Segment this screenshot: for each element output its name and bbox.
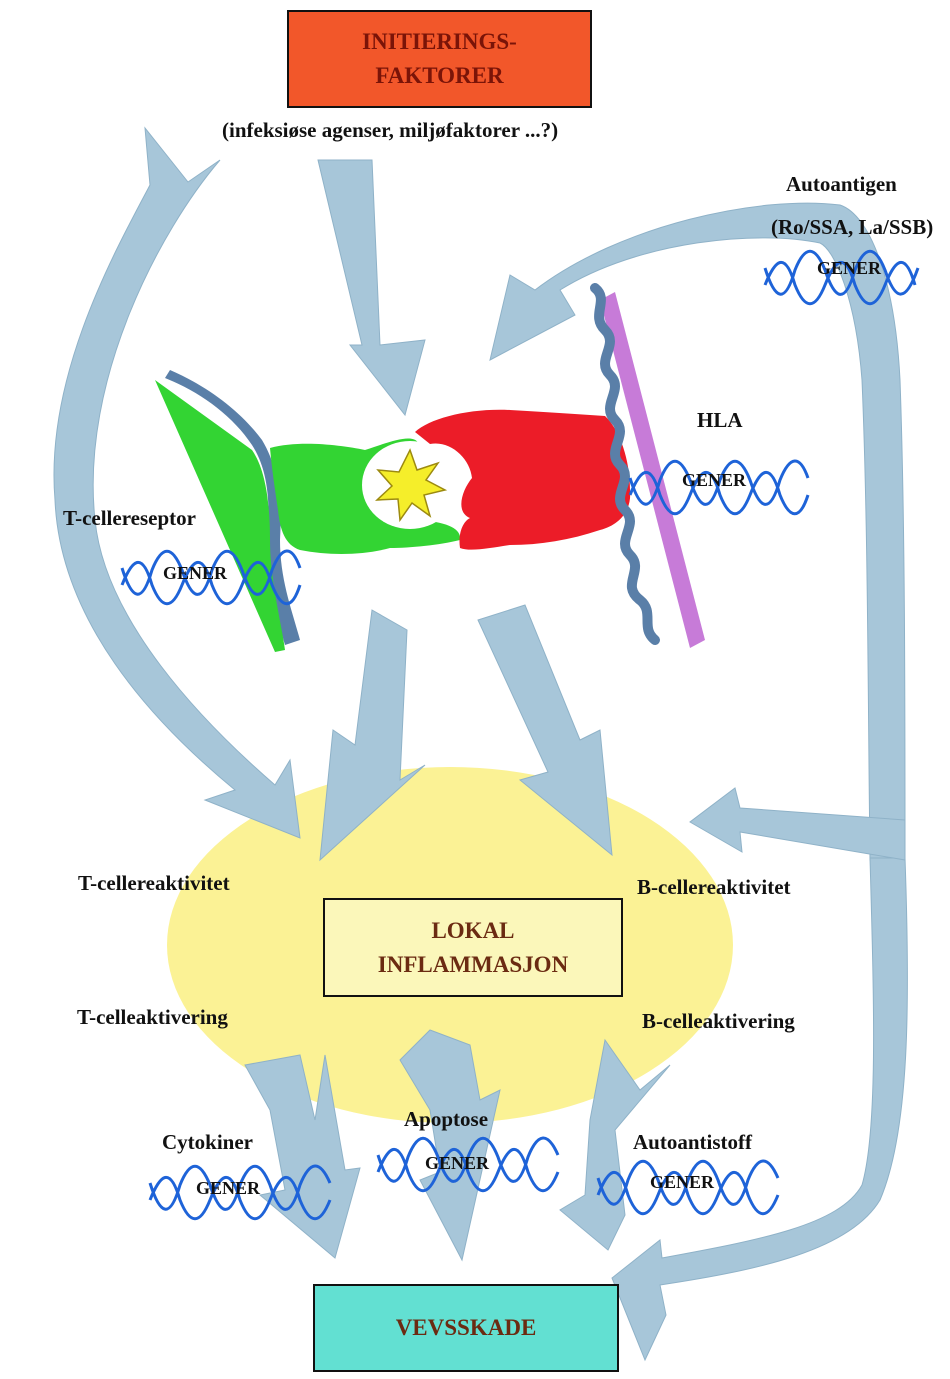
initiation-subtitle: (infeksiøse agenser, miljøfaktorer ...?) xyxy=(222,118,558,143)
tissue-damage-label: VEVSSKADE xyxy=(396,1311,537,1345)
inflammation-line-1: LOKAL xyxy=(378,914,568,948)
b-cell-activation-label: B-celleaktivering xyxy=(642,1009,795,1034)
local-inflammation-box: LOKAL INFLAMMASJON xyxy=(323,898,623,997)
t-cell-receptor-label: T-cellereseptor xyxy=(63,506,196,531)
autoantibody-label: Autoantistoff xyxy=(633,1130,752,1155)
autoantigen-examples: (Ro/SSA, La/SSB) xyxy=(771,215,933,240)
initiation-factors-box: INITIERINGS- FAKTORER xyxy=(287,10,592,108)
t-cell-reactivity-label: T-cellereaktivitet xyxy=(78,871,230,896)
initiation-line-1: INITIERINGS- xyxy=(362,25,517,59)
b-cell-reactivity-label: B-cellereaktivitet xyxy=(637,875,791,900)
cytokines-label: Cytokiner xyxy=(162,1130,253,1155)
arrow-initiation-to-synapse xyxy=(318,160,425,415)
gene-label-tcr: GENER xyxy=(163,563,227,584)
hla-label: HLA xyxy=(697,408,743,433)
gene-label-hla: GENER xyxy=(682,470,746,491)
gene-label-cytokines: GENER xyxy=(196,1178,260,1199)
gene-label-autoantigen: GENER xyxy=(817,258,881,279)
gene-label-autoantibody: GENER xyxy=(650,1172,714,1193)
tissue-damage-box: VEVSSKADE xyxy=(313,1284,619,1372)
initiation-line-2: FAKTORER xyxy=(362,59,517,93)
gene-label-apoptosis: GENER xyxy=(425,1153,489,1174)
apoptosis-label: Apoptose xyxy=(404,1107,488,1132)
autoantigen-label: Autoantigen xyxy=(786,172,897,197)
inflammation-line-2: INFLAMMASJON xyxy=(378,948,568,982)
t-cell-activation-label: T-celleaktivering xyxy=(77,1005,228,1030)
